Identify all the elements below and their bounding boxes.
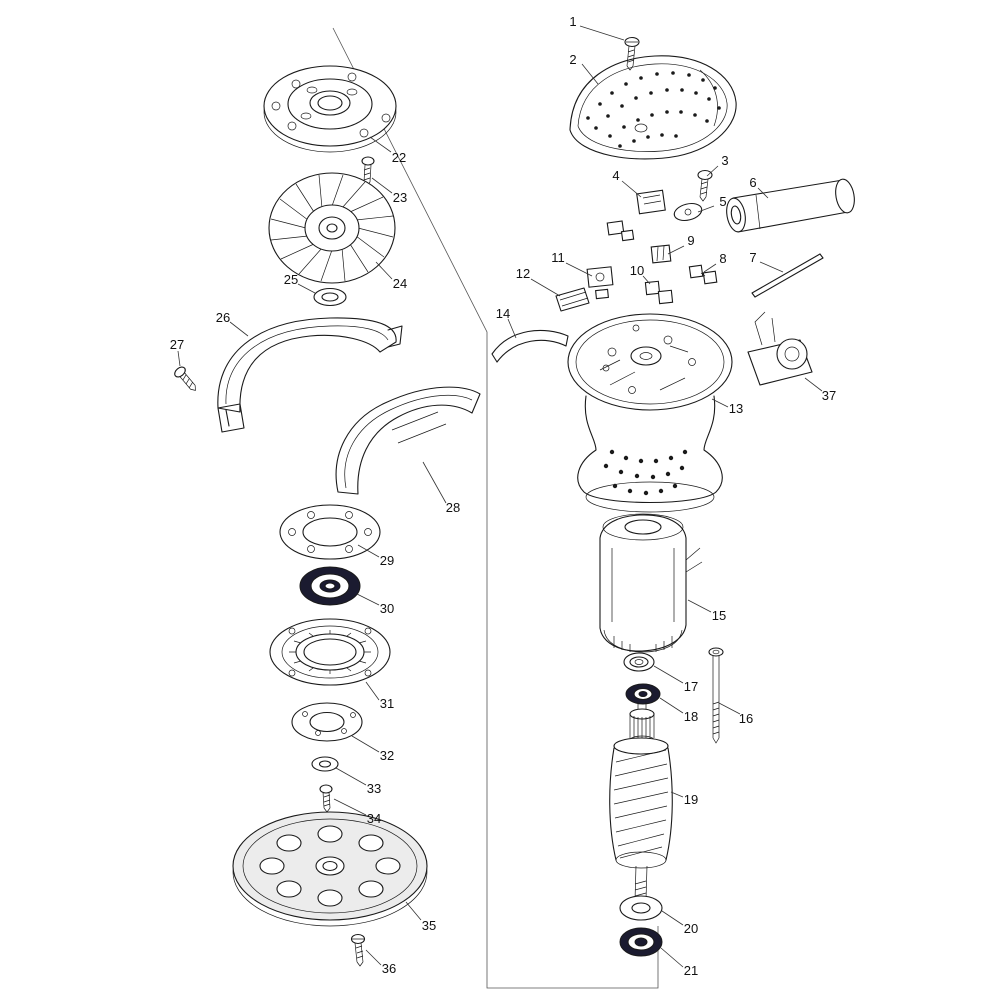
part-label-24: 24 — [393, 276, 407, 291]
part-26-baffle-plate — [217, 317, 403, 433]
part-label-12: 12 — [516, 266, 530, 281]
part-11-switch-lever — [586, 266, 614, 300]
part-13-housing — [567, 313, 733, 513]
part-label-11: 11 — [551, 250, 565, 265]
part-33-washer — [311, 756, 339, 772]
part-label-22: 22 — [392, 150, 406, 165]
part-2-top-cover — [569, 55, 737, 160]
part-label-29: 29 — [380, 553, 394, 568]
part-label-17: 17 — [684, 679, 698, 694]
part-label-8: 8 — [719, 251, 726, 266]
part-label-27: 27 — [170, 337, 184, 352]
part-32-flange — [291, 702, 363, 742]
part-31-gear-ring — [269, 618, 391, 686]
part-label-35: 35 — [422, 918, 436, 933]
part-36-screw — [350, 933, 366, 967]
part-14-curved-seal — [491, 329, 569, 363]
part-label-20: 20 — [684, 921, 698, 936]
part-label-1: 1 — [569, 14, 576, 29]
part-label-31: 31 — [380, 696, 394, 711]
part-label-28: 28 — [446, 500, 460, 515]
part-label-18: 18 — [684, 709, 698, 724]
part-23-screw — [361, 156, 375, 187]
part-label-26: 26 — [216, 310, 230, 325]
part-29-bearing-plate — [279, 504, 381, 560]
part-label-36: 36 — [382, 961, 396, 976]
part-34-screw — [319, 784, 333, 813]
part-label-13: 13 — [729, 401, 743, 416]
part-17-bearing — [623, 652, 655, 672]
part-label-6: 6 — [749, 175, 756, 190]
part-label-37: 37 — [822, 388, 836, 403]
part-30-ball-bearing — [299, 566, 361, 606]
part-label-32: 32 — [380, 748, 394, 763]
part-label-23: 23 — [393, 190, 407, 205]
part-12-slide-plate — [555, 287, 590, 312]
part-label-15: 15 — [712, 608, 726, 623]
part-label-4: 4 — [612, 168, 619, 183]
part-5-cam — [673, 202, 703, 222]
leader-lines — [177, 25, 823, 968]
part-6-handle — [726, 178, 855, 233]
part-25-ring — [313, 287, 347, 307]
part-label-14: 14 — [496, 306, 510, 321]
part-number-labels: 1 2 3 4 5 6 7 8 9 10 11 12 13 14 15 16 1… — [170, 14, 836, 978]
part-35-sanding-pad — [232, 811, 428, 927]
part-28-dust-shroud — [335, 386, 481, 495]
part-label-3: 3 — [721, 153, 728, 168]
part-label-10: 10 — [630, 263, 644, 278]
part-37-controller — [747, 311, 813, 386]
part-label-7: 7 — [749, 250, 756, 265]
part-label-33: 33 — [367, 781, 381, 796]
part-16-long-screw — [708, 647, 724, 744]
part-15-field-stator — [599, 513, 703, 653]
part-4-switch — [606, 189, 666, 242]
part-7-rod — [751, 253, 824, 298]
part-21-ball-bearing — [619, 927, 663, 957]
part-20-washer — [619, 895, 663, 921]
part-label-30: 30 — [380, 601, 394, 616]
part-22-bearing-retainer — [263, 65, 397, 153]
part-24-fan — [268, 172, 396, 284]
housing-vent-holes — [603, 449, 688, 496]
part-1-screw — [624, 36, 640, 71]
part-19-armature — [609, 702, 673, 905]
cover-vent-holes — [586, 71, 721, 148]
part-3-screw — [697, 169, 713, 202]
part-10-block — [644, 280, 674, 305]
part-9-terminal-block — [650, 244, 672, 264]
part-8-connector — [688, 264, 718, 285]
part-label-16: 16 — [739, 711, 753, 726]
part-label-19: 19 — [684, 792, 698, 807]
part-label-9: 9 — [687, 233, 694, 248]
part-label-25: 25 — [284, 272, 298, 287]
part-18-bearing — [625, 683, 661, 705]
part-label-5: 5 — [719, 194, 726, 209]
part-27-screw — [174, 366, 196, 391]
part-label-2: 2 — [569, 52, 576, 67]
part-label-34: 34 — [367, 811, 381, 826]
assembly-boundary-line — [332, 27, 659, 989]
part-label-21: 21 — [684, 963, 698, 978]
